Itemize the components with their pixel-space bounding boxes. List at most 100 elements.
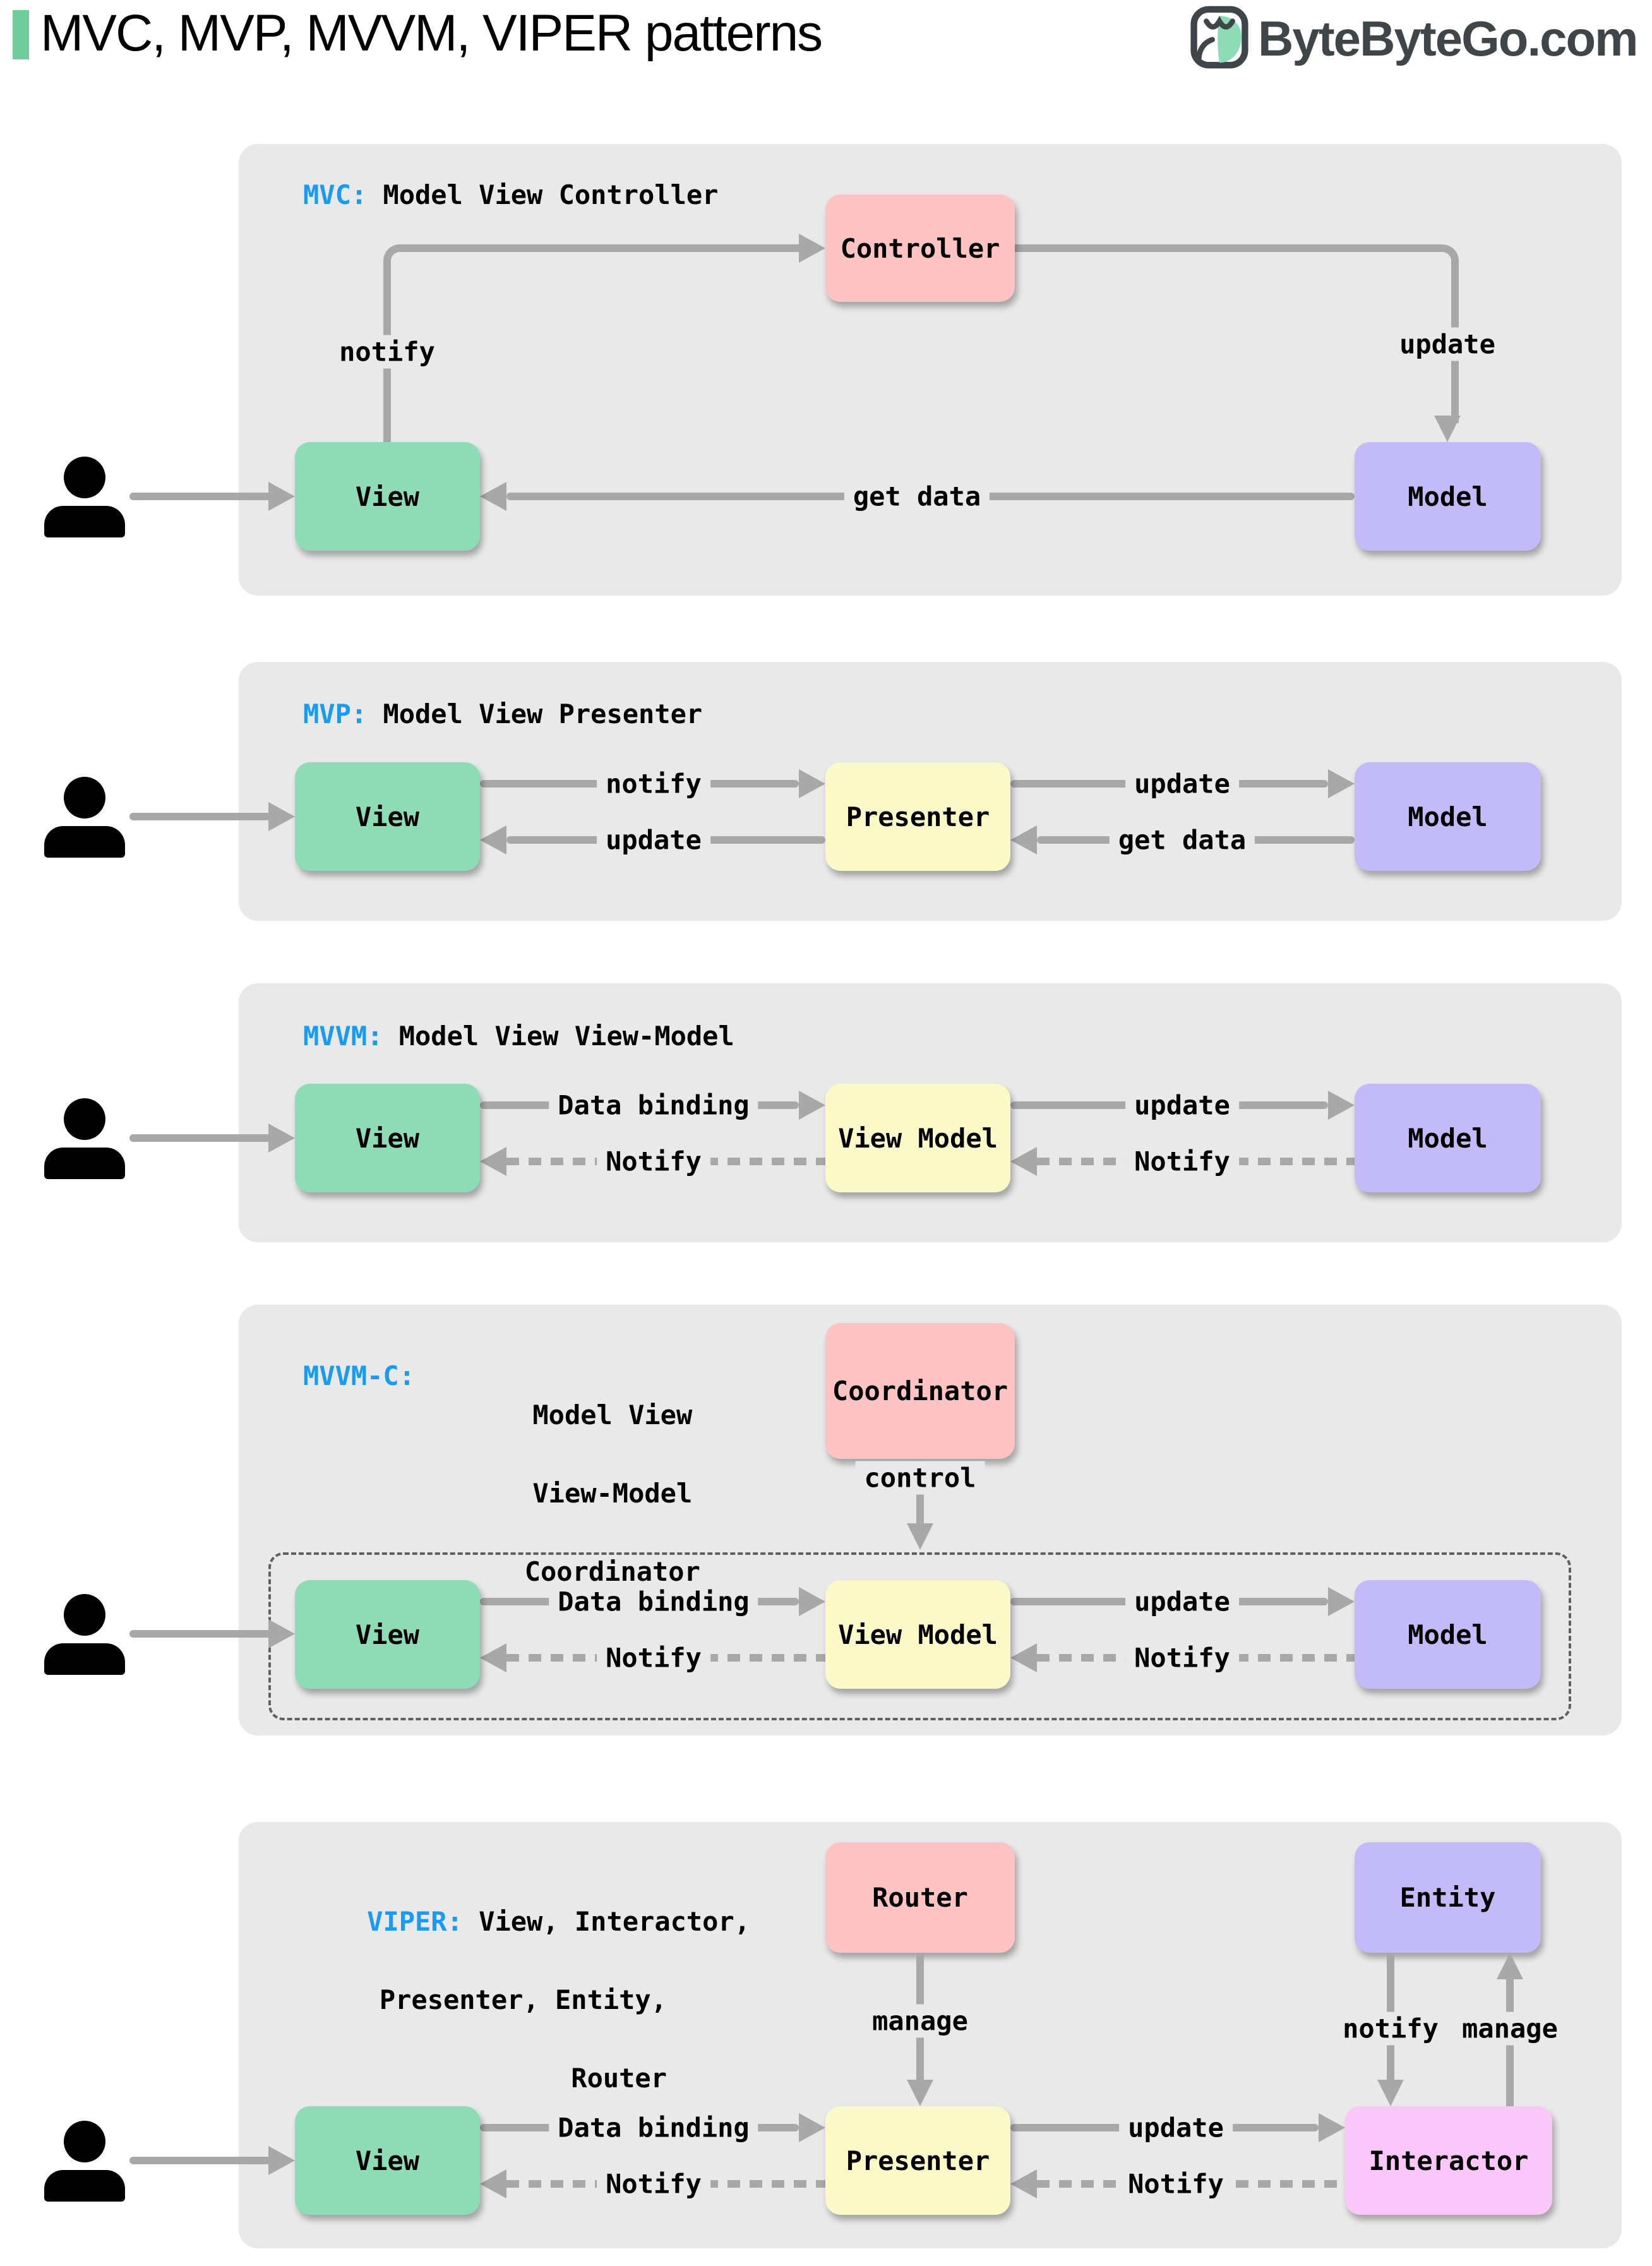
mvc-heading-prefix: MVC: xyxy=(303,179,368,210)
arrowhead xyxy=(799,234,825,263)
user-icon xyxy=(44,457,125,537)
user-icon xyxy=(44,777,125,858)
mvc-controller-box: Controller xyxy=(825,195,1015,302)
edge-label-update: update xyxy=(1125,1585,1239,1619)
edge-label-manage: manage xyxy=(863,2004,977,2038)
arrowhead xyxy=(268,802,295,831)
arrowhead xyxy=(799,769,825,798)
arrowhead xyxy=(907,2080,933,2106)
arrowhead xyxy=(1010,825,1037,854)
viper-interactor-box: Interactor xyxy=(1345,2106,1552,2215)
arrowhead xyxy=(480,825,506,854)
page-title: MVC, MVP, MVVM, VIPER patterns xyxy=(40,4,823,62)
arrowhead xyxy=(799,2113,825,2142)
edge-label-notify: notify xyxy=(330,335,444,369)
arrowhead xyxy=(268,1124,295,1153)
arrowhead xyxy=(1377,2080,1404,2106)
mvvm-model-box: Model xyxy=(1355,1084,1541,1192)
edge-label-update: update xyxy=(1125,767,1239,801)
arrow-controller-to-model xyxy=(1015,244,1459,423)
edge-label-update: update xyxy=(1125,1088,1239,1122)
mvvm-c-view-box: View xyxy=(295,1580,480,1689)
arrowhead xyxy=(268,2146,295,2175)
mvvm-c-viewmodel-box: View Model xyxy=(825,1580,1010,1689)
mvvm-c-heading-line3: Coordinator xyxy=(524,1556,700,1587)
viper-router-box: Router xyxy=(825,1842,1015,1953)
mvvm-heading-prefix: MVVM: xyxy=(303,1021,383,1052)
mvvm-c-heading-lines: Model View View-Model Coordinator xyxy=(429,1357,700,1631)
bytebytego-logo: ByteByteGo.com xyxy=(1190,5,1638,72)
mvvm-heading: MVVM: Model View View-Model xyxy=(303,1017,734,1056)
edge-label-control: control xyxy=(855,1461,985,1495)
viper-presenter-box: Presenter xyxy=(825,2106,1010,2215)
edge-label-update: update xyxy=(1391,327,1504,361)
arrowhead xyxy=(1010,2169,1037,2198)
edge-label-notify: Notify xyxy=(1119,2167,1233,2201)
edge-label-get-data: get data xyxy=(1109,823,1255,857)
viper-heading-line1: View, Interactor, xyxy=(479,1906,751,1937)
logo-text: ByteByteGo.com xyxy=(1258,10,1638,66)
mvvm-c-model-box: Model xyxy=(1355,1580,1541,1689)
edge-label-notify: notify xyxy=(1334,2011,1447,2046)
mvp-heading: MVP: Model View Presenter xyxy=(303,695,702,734)
mvp-heading-prefix: MVP: xyxy=(303,698,368,729)
arrowhead xyxy=(480,1147,506,1176)
edge-label-notify: Notify xyxy=(1125,1641,1239,1675)
arrow-view-to-controller xyxy=(383,244,810,450)
arrow-user-to-view xyxy=(129,1134,272,1142)
mvvm-view-box: View xyxy=(295,1084,480,1192)
title-accent-bar xyxy=(13,10,29,59)
mvvm-c-heading-prefix: MVVM-C: xyxy=(303,1360,416,1391)
arrow-user-to-view xyxy=(129,813,272,820)
edge-label-data-binding: Data binding xyxy=(549,2111,758,2145)
mvvm-heading-text: Model View View-Model xyxy=(398,1021,734,1052)
mvvm-c-coordinator-box: Coordinator xyxy=(825,1323,1015,1459)
edge-label-manage: manage xyxy=(1453,2011,1567,2046)
arrowhead xyxy=(268,1619,295,1648)
viper-heading-line2: Presenter, Entity, xyxy=(379,1984,667,2015)
mvc-heading: MVC: Model View Controller xyxy=(303,176,718,215)
arrowhead xyxy=(1328,1587,1355,1616)
bytebytego-bird-icon xyxy=(1190,5,1249,72)
mvvm-c-heading: MVVM-C: Model View View-Model Coordinato… xyxy=(303,1357,700,1631)
mvp-presenter-box: Presenter xyxy=(825,762,1010,871)
viper-heading: VIPER: View, Interactor, Presenter, Enti… xyxy=(303,1863,750,2137)
arrow-user-to-view xyxy=(129,2157,272,2164)
arrowhead xyxy=(1434,416,1461,442)
mvp-view-box: View xyxy=(295,762,480,871)
user-icon xyxy=(44,2121,125,2202)
arrow-user-to-view xyxy=(129,1630,272,1638)
mvp-model-box: Model xyxy=(1355,762,1541,871)
arrowhead xyxy=(268,482,295,511)
viper-heading-line3: Router xyxy=(571,2063,667,2094)
edge-label-data-binding: Data binding xyxy=(549,1088,758,1122)
edge-label-notify: Notify xyxy=(597,2167,710,2201)
mvvm-c-heading-line2: View-Model xyxy=(532,1478,693,1509)
arrowhead xyxy=(1328,769,1355,798)
mvp-heading-text: Model View Presenter xyxy=(383,698,703,729)
arrowhead xyxy=(1010,1147,1037,1176)
mvc-model-box: Model xyxy=(1355,442,1541,551)
arrowhead xyxy=(907,1523,933,1550)
arrowhead xyxy=(799,1091,825,1120)
arrowhead xyxy=(1328,1091,1355,1120)
edge-label-notify: notify xyxy=(597,767,710,801)
edge-label-data-binding: Data binding xyxy=(549,1585,758,1619)
arrowhead xyxy=(1497,1953,1523,1979)
arrowhead xyxy=(1010,1643,1037,1672)
viper-heading-prefix: VIPER: xyxy=(367,1906,463,1937)
edge-label-notify: Notify xyxy=(597,1641,710,1675)
edge-label-notify: Notify xyxy=(597,1144,710,1178)
arrow-user-to-view xyxy=(129,493,272,500)
mvvm-viewmodel-box: View Model xyxy=(825,1084,1010,1192)
arrowhead xyxy=(480,482,506,511)
arrowhead xyxy=(799,1587,825,1616)
user-icon xyxy=(44,1098,125,1179)
viper-entity-box: Entity xyxy=(1355,1842,1541,1953)
arrowhead xyxy=(480,1643,506,1672)
arrowhead xyxy=(1319,2113,1345,2142)
edge-label-update: update xyxy=(597,823,710,857)
edge-label-get-data: get data xyxy=(844,479,990,513)
edge-label-notify: Notify xyxy=(1125,1144,1239,1178)
